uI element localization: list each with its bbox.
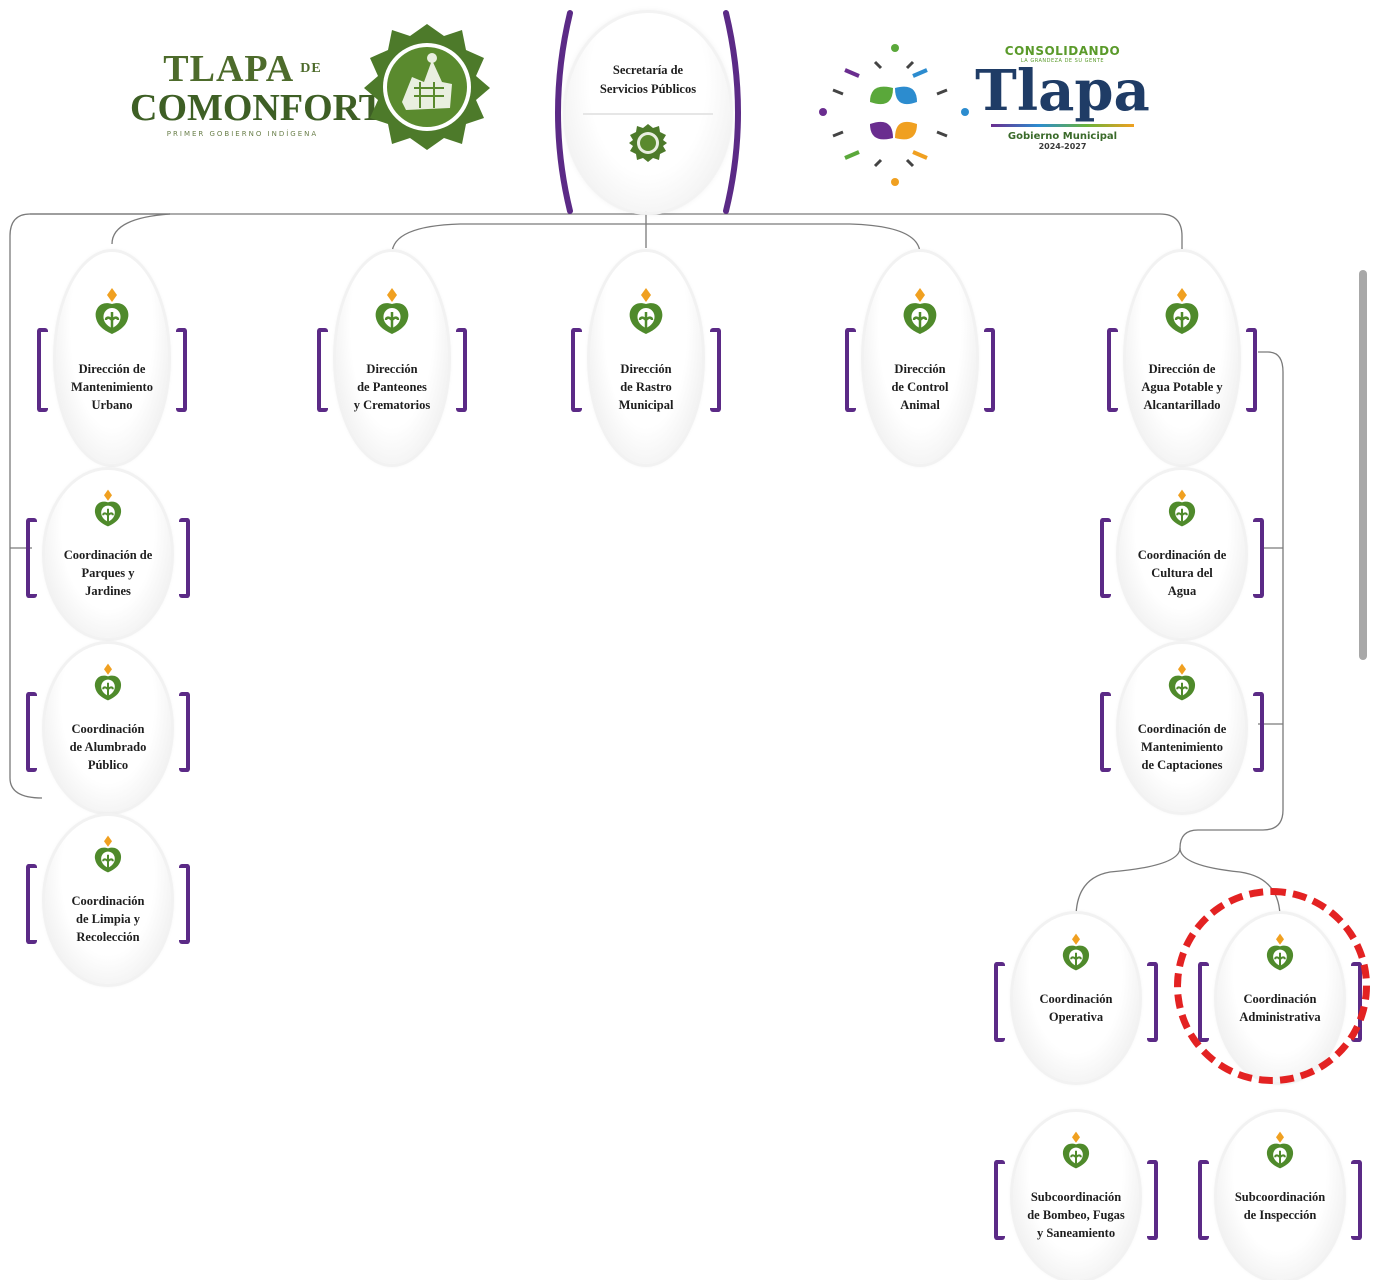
logo-title-comonfort: COMONFORT	[130, 87, 385, 129]
logo-gobierno: Gobierno Municipal	[1007, 131, 1118, 142]
node-circle	[1126, 252, 1238, 464]
logo-color-bar	[991, 124, 1134, 127]
leaf-emblem-icon	[903, 288, 937, 334]
leaf-emblem-icon	[94, 663, 122, 701]
bracket-left	[994, 962, 1005, 1042]
logo-period: 2024-2027	[1038, 142, 1087, 151]
municipal-seal-icon	[364, 24, 490, 150]
logo-title-tlapa: TLAPA	[163, 48, 295, 90]
bracket-left	[1100, 692, 1111, 772]
leaf-emblem-icon	[375, 288, 409, 334]
node-circle	[336, 252, 448, 464]
leaf-emblem-icon	[1266, 1131, 1294, 1169]
bracket-right	[456, 328, 467, 412]
clover-flower-icon	[819, 44, 969, 186]
right-coordination-node[interactable]: Coordinación de Cultura del Agua	[1100, 470, 1264, 638]
direction-node[interactable]: Dirección de Control Animal	[845, 252, 995, 464]
node-circle	[590, 252, 702, 464]
bracket-left	[37, 328, 48, 412]
bracket-left	[1198, 1160, 1209, 1240]
bracket-right	[176, 328, 187, 412]
node-circle	[864, 252, 976, 464]
subcoordination-node-label: Subcoordinación de Inspección	[1234, 1190, 1326, 1222]
bracket-right	[1253, 518, 1264, 598]
leaf-emblem-icon	[94, 835, 122, 873]
bracket-left	[845, 328, 856, 412]
logo-title-de: DE	[300, 61, 322, 76]
highlight-circle	[1174, 888, 1370, 1084]
bracket-left	[1107, 328, 1118, 412]
leaf-emblem-icon	[1168, 663, 1196, 701]
bracket-left	[317, 328, 328, 412]
logo-slogan-sub: LA GRANDEZA DE SU GENTE	[1020, 58, 1105, 64]
vertical-scrollbar[interactable]	[1359, 270, 1367, 660]
bracket-right	[710, 328, 721, 412]
coordination-node-label: Coordinación Operativa	[1039, 992, 1113, 1024]
leaf-emblem-icon	[94, 489, 122, 527]
bracket-left	[1100, 518, 1111, 598]
left-coordination-node[interactable]: Coordinación de Limpia y Recolección	[26, 816, 190, 984]
left-coordination-node-label: Coordinación de Limpia y Recolección	[71, 894, 145, 944]
leaf-emblem-icon	[1168, 489, 1196, 527]
left-coordination-node[interactable]: Coordinación de Alumbrado Público	[26, 644, 190, 812]
leaf-emblem-icon	[1062, 1131, 1090, 1169]
consolidando-tlapa-logo: CONSOLIDANDO LA GRANDEZA DE SU GENTE Tla…	[815, 40, 1155, 200]
root-brackets	[555, 10, 741, 214]
bracket-right	[1147, 1160, 1158, 1240]
root-label: Secretaría de Servicios Públicos	[599, 63, 697, 96]
direction-node-label: Dirección de Mantenimiento Urbano	[71, 362, 153, 412]
direction-node-label: Dirección de Control Animal	[891, 362, 949, 412]
left-coordination-node-label: Coordinación de Parques y Jardines	[63, 548, 153, 598]
logo-subtitle: PRIMER GOBIERNO INDÍGENA	[166, 130, 319, 138]
leaf-emblem-icon	[1062, 933, 1090, 971]
direction-node[interactable]: Dirección de Mantenimiento Urbano	[37, 252, 187, 464]
bracket-left	[26, 692, 37, 772]
direction-node-label: Dirección de Agua Potable y Alcantarilla…	[1141, 362, 1223, 412]
bracket-left	[26, 518, 37, 598]
bracket-right	[1246, 328, 1257, 412]
bracket-left	[994, 1160, 1005, 1240]
bracket-right	[179, 518, 190, 598]
right-coordination-node[interactable]: Coordinación de Mantenimiento de Captaci…	[1100, 644, 1264, 812]
bracket-left	[571, 328, 582, 412]
subcoordination-node-label: Subcoordinación de Bombeo, Fugas y Sanea…	[1027, 1190, 1125, 1240]
left-coordination-node-label: Coordinación de Alumbrado Público	[69, 722, 147, 772]
node-circle	[56, 252, 168, 464]
bracket-right	[1147, 962, 1158, 1042]
direction-node-label: Dirección de Panteones y Crematorios	[353, 362, 431, 412]
right-coordination-node-label: Coordinación de Mantenimiento de Captaci…	[1137, 722, 1227, 772]
direction-node-label: Dirección de Rastro Municipal	[618, 362, 674, 412]
direction-node[interactable]: Dirección de Rastro Municipal	[571, 252, 721, 464]
subcoordination-node[interactable]: Subcoordinación de Bombeo, Fugas y Sanea…	[994, 1112, 1158, 1280]
bracket-left	[26, 864, 37, 944]
subcoordination-node[interactable]: Subcoordinación de Inspección	[1198, 1112, 1362, 1280]
bracket-right	[1253, 692, 1264, 772]
leaf-emblem-icon	[629, 288, 663, 334]
direction-node[interactable]: Dirección de Agua Potable y Alcantarilla…	[1107, 252, 1257, 464]
direction-node[interactable]: Dirección de Panteones y Crematorios	[317, 252, 467, 464]
coordination-node[interactable]: Coordinación Operativa	[994, 914, 1158, 1082]
logo-tlapa: Tlapa	[975, 58, 1150, 124]
root-seal-icon	[629, 124, 667, 162]
bracket-right	[1351, 1160, 1362, 1240]
right-coordination-node-label: Coordinación de Cultura del Agua	[1137, 548, 1227, 598]
bracket-right	[179, 692, 190, 772]
root-node-secretaria[interactable]: Secretaría de Servicios Públicos	[548, 5, 748, 220]
bracket-right	[984, 328, 995, 412]
left-coordination-node[interactable]: Coordinación de Parques y Jardines	[26, 470, 190, 638]
root-divider	[583, 113, 713, 115]
tlapa-de-comonfort-logo: TLAPA DE COMONFORT PRIMER GOBIERNO INDÍGE…	[130, 24, 500, 160]
leaf-emblem-icon	[95, 288, 129, 334]
bracket-right	[179, 864, 190, 944]
leaf-emblem-icon	[1165, 288, 1199, 334]
logo-slogan: CONSOLIDANDO	[1004, 44, 1121, 58]
